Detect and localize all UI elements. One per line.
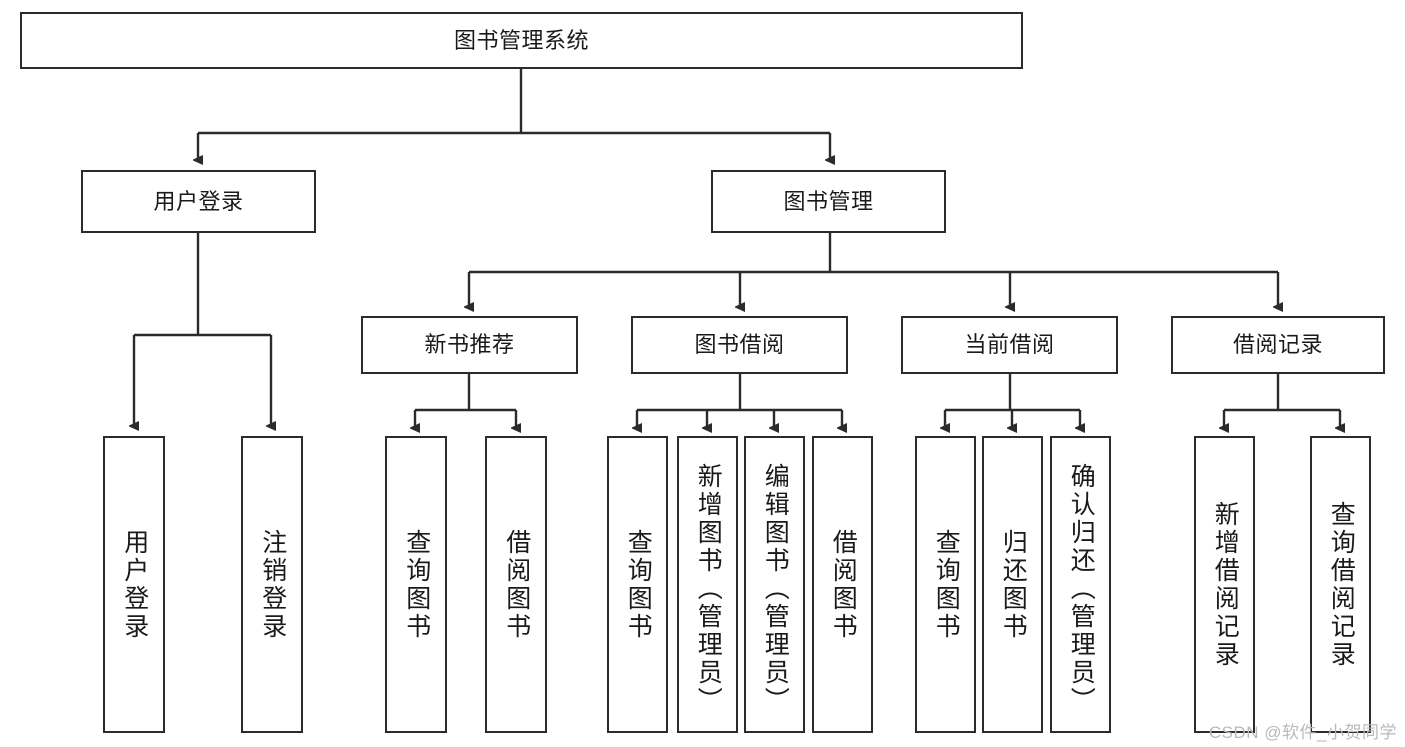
node-leaf-user-login-label: 用户登录 xyxy=(120,528,149,641)
node-leaf-query-book-1[interactable]: 查询图书 xyxy=(385,436,447,733)
node-leaf-confirm-return-label: 确认归还（管理员） xyxy=(1067,462,1096,715)
node-leaf-user-login[interactable]: 用户登录 xyxy=(103,436,165,733)
node-book-borrow-label: 图书借阅 xyxy=(694,332,785,358)
node-current-borrow-label: 当前借阅 xyxy=(964,332,1055,358)
node-leaf-add-record-label: 新增借阅记录 xyxy=(1211,500,1240,669)
node-leaf-query-book-1-label: 查询图书 xyxy=(402,528,431,641)
node-leaf-query-book-3[interactable]: 查询图书 xyxy=(915,436,976,733)
node-leaf-add-book-label: 新增图书（管理员） xyxy=(694,462,723,715)
node-leaf-borrow-book-1-label: 借阅图书 xyxy=(502,528,531,641)
node-leaf-edit-book[interactable]: 编辑图书（管理员） xyxy=(744,436,805,733)
node-leaf-confirm-return[interactable]: 确认归还（管理员） xyxy=(1050,436,1111,733)
node-new-book-recommend[interactable]: 新书推荐 xyxy=(361,316,578,374)
node-leaf-borrow-book-1[interactable]: 借阅图书 xyxy=(485,436,547,733)
node-leaf-query-book-2[interactable]: 查询图书 xyxy=(607,436,668,733)
node-root[interactable]: 图书管理系统 xyxy=(20,12,1023,69)
node-root-label: 图书管理系统 xyxy=(453,27,589,53)
node-leaf-query-book-2-label: 查询图书 xyxy=(624,528,653,641)
node-leaf-query-book-3-label: 查询图书 xyxy=(932,528,961,641)
node-new-book-recommend-label: 新书推荐 xyxy=(424,332,515,358)
node-leaf-return-book[interactable]: 归还图书 xyxy=(982,436,1043,733)
node-leaf-query-record[interactable]: 查询借阅记录 xyxy=(1310,436,1371,733)
node-leaf-edit-book-label: 编辑图书（管理员） xyxy=(761,462,790,715)
node-leaf-return-book-label: 归还图书 xyxy=(999,528,1028,641)
node-borrow-record[interactable]: 借阅记录 xyxy=(1171,316,1385,374)
node-book-management-label: 图书管理 xyxy=(783,188,874,214)
node-leaf-borrow-book-2[interactable]: 借阅图书 xyxy=(812,436,873,733)
node-leaf-user-logout[interactable]: 注销登录 xyxy=(241,436,303,733)
node-leaf-borrow-book-2-label: 借阅图书 xyxy=(829,528,858,641)
node-leaf-query-record-label: 查询借阅记录 xyxy=(1327,500,1356,669)
node-book-borrow[interactable]: 图书借阅 xyxy=(631,316,848,374)
node-current-borrow[interactable]: 当前借阅 xyxy=(901,316,1118,374)
node-leaf-add-record[interactable]: 新增借阅记录 xyxy=(1194,436,1255,733)
node-leaf-add-book[interactable]: 新增图书（管理员） xyxy=(677,436,738,733)
node-book-management[interactable]: 图书管理 xyxy=(711,170,946,233)
node-leaf-user-logout-label: 注销登录 xyxy=(258,528,287,641)
node-user-login[interactable]: 用户登录 xyxy=(81,170,316,233)
node-user-login-label: 用户登录 xyxy=(153,188,244,214)
watermark-text: CSDN @软件_小贺同学 xyxy=(1208,723,1397,742)
node-borrow-record-label: 借阅记录 xyxy=(1232,332,1323,358)
